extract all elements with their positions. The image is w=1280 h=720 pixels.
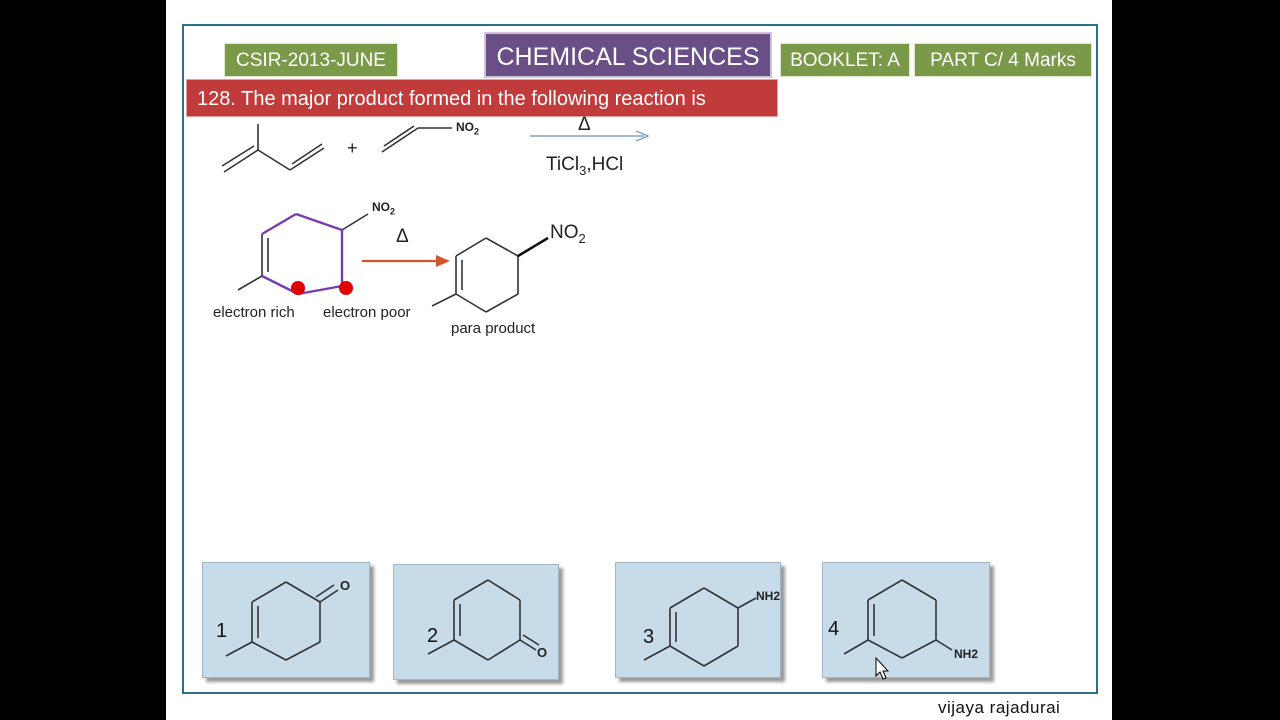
- reaction-conditions: TiCl3,HCl: [546, 154, 624, 178]
- question-text: 128. The major product formed in the fol…: [186, 79, 778, 117]
- plus-sign: +: [347, 138, 358, 158]
- part-tag: PART C/ 4 Marks: [914, 43, 1092, 77]
- para-product-label: para product: [451, 320, 536, 337]
- electron-dot: [291, 281, 305, 295]
- option-4-number: 4: [828, 618, 840, 640]
- mechanism-nitro-label: NO2: [372, 200, 396, 217]
- author-credit: vijaya rajadurai: [938, 698, 1061, 717]
- option-4-group: NH2: [954, 647, 979, 661]
- exam-tag: CSIR-2013-JUNE: [224, 43, 398, 77]
- nitro-label: NO2: [456, 120, 480, 137]
- option-1-number: 1: [216, 620, 228, 642]
- option-1-group: O: [340, 578, 351, 593]
- booklet-tag: BOOKLET: A: [780, 43, 910, 77]
- option-2-number: 2: [427, 625, 439, 647]
- mechanism-heat-symbol: Δ: [396, 226, 409, 247]
- mouse-cursor-icon: [875, 656, 890, 680]
- option-3-number: 3: [643, 626, 655, 648]
- subject-title: CHEMICAL SCIENCES: [484, 32, 772, 78]
- option-3-group: NH2: [756, 589, 781, 603]
- heat-symbol: Δ: [578, 114, 591, 135]
- option-2-box[interactable]: [393, 564, 559, 680]
- electron-poor-label: electron poor: [323, 304, 411, 321]
- electron-dot: [339, 281, 353, 295]
- option-4-box[interactable]: [822, 562, 990, 678]
- option-1-box[interactable]: [202, 562, 370, 678]
- product-nitro-label: NO2: [550, 222, 586, 246]
- electron-rich-label: electron rich: [213, 304, 295, 321]
- option-3-box[interactable]: [615, 562, 781, 678]
- option-2-group: O: [537, 645, 548, 660]
